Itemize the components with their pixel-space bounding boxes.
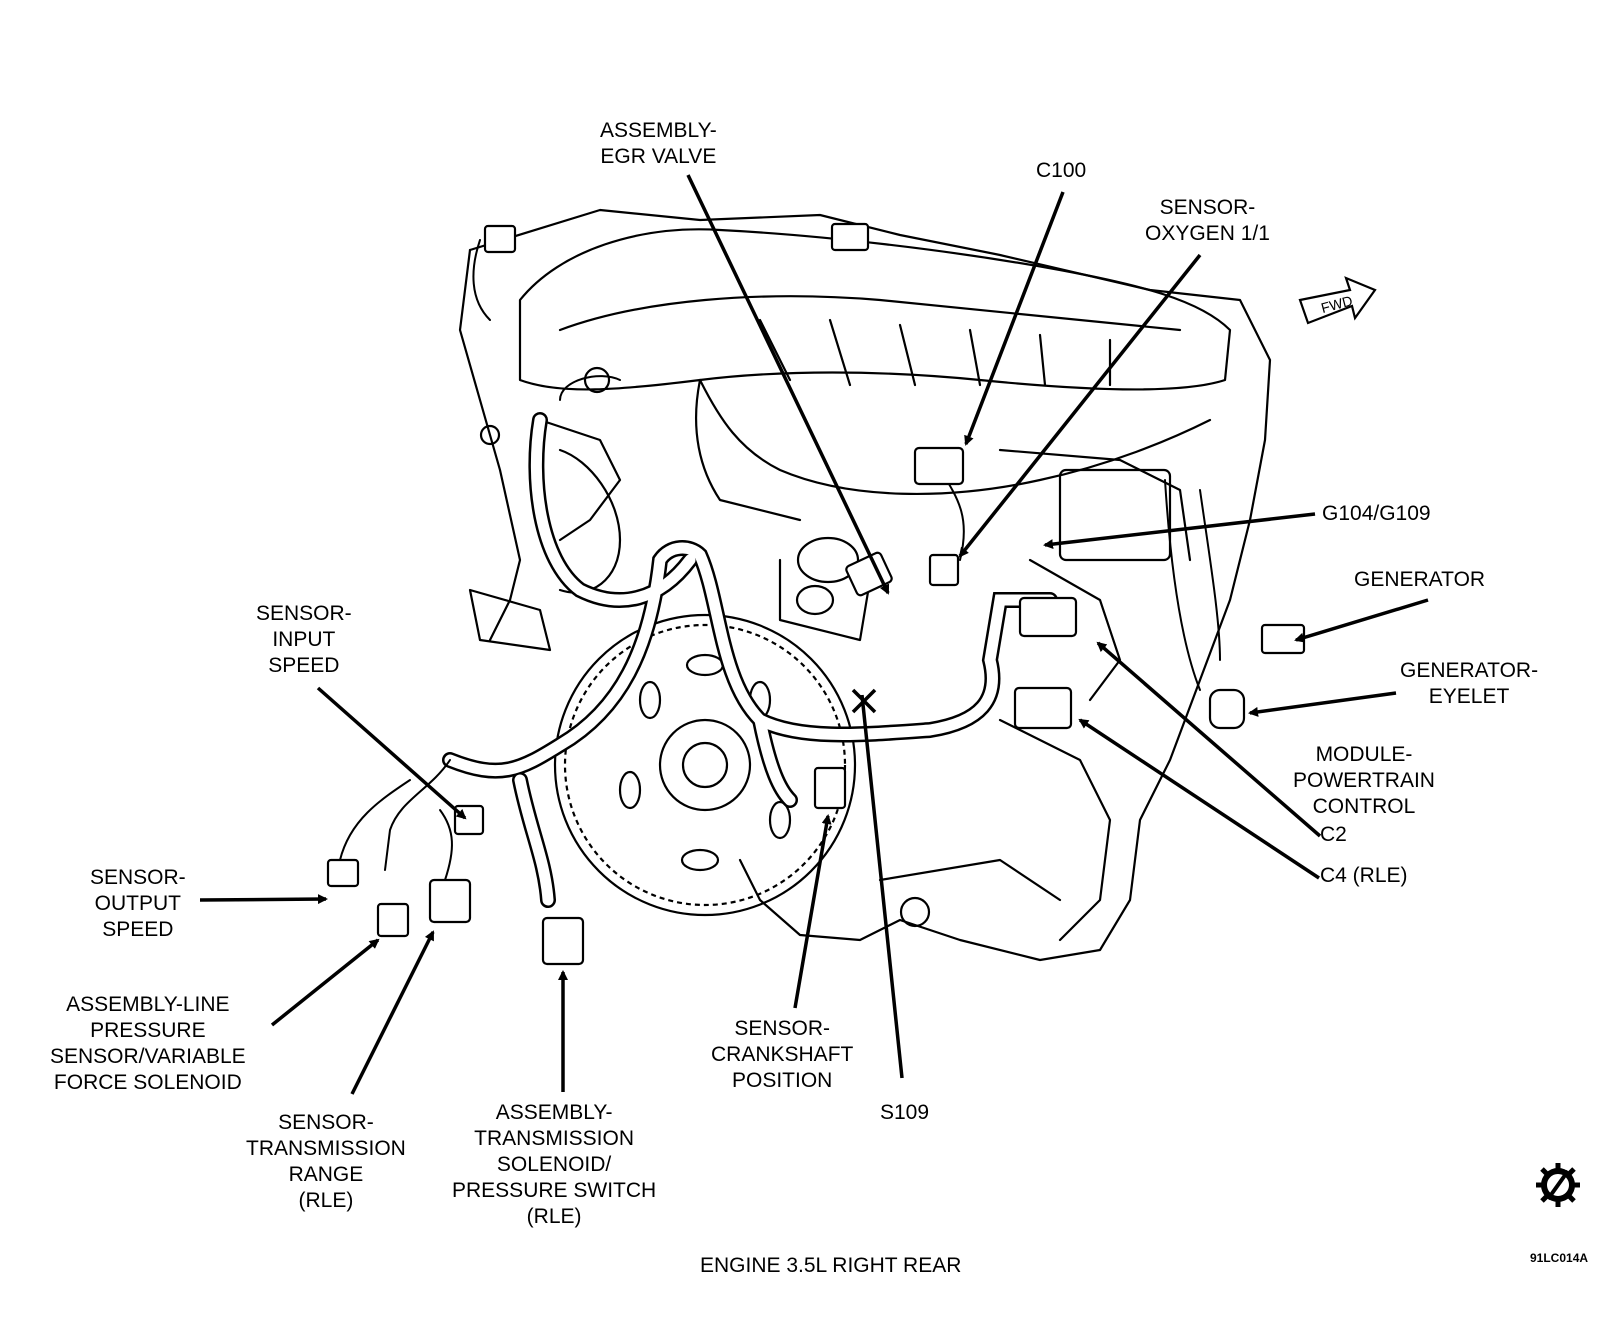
label-c100: C100 bbox=[1036, 159, 1087, 182]
engine-illustration bbox=[458, 208, 1272, 962]
fwd-arrow: FWD bbox=[1298, 276, 1377, 325]
figure-code: 91LC014A bbox=[1530, 1251, 1589, 1265]
leader-c4 bbox=[1078, 718, 1320, 880]
label-egr-valve: ASSEMBLY-EGR VALVE bbox=[600, 119, 717, 168]
leader-c100 bbox=[964, 191, 1065, 446]
leader-crankshaft bbox=[793, 814, 832, 1009]
label-c4: C4 (RLE) bbox=[1320, 864, 1408, 887]
leader-output-speed bbox=[199, 894, 328, 905]
flywheel bbox=[553, 613, 857, 917]
service-gear-icon bbox=[1536, 1163, 1580, 1207]
diagram-caption: ENGINE 3.5L RIGHT REAR bbox=[700, 1254, 962, 1277]
connectors bbox=[326, 222, 1306, 966]
leader-input-speed bbox=[316, 686, 467, 820]
label-generator: GENERATOR bbox=[1354, 568, 1486, 591]
leader-s109 bbox=[860, 694, 904, 1079]
leader-oxygen-sensor bbox=[958, 253, 1202, 558]
label-c2: C2 bbox=[1320, 823, 1347, 846]
leader-line-pressure bbox=[270, 938, 380, 1027]
leader-generator-eyelet bbox=[1248, 691, 1397, 717]
leader-c2 bbox=[1096, 641, 1322, 838]
s109-splice-mark bbox=[851, 688, 877, 714]
leader-generator bbox=[1294, 598, 1429, 643]
leader-lines bbox=[199, 174, 1429, 1095]
leader-egr-valve bbox=[686, 174, 890, 595]
label-oxygen-sensor: SENSOR-OXYGEN 1/1 bbox=[1145, 196, 1270, 245]
leader-g104-g109 bbox=[1043, 512, 1316, 550]
wiring-harness bbox=[339, 239, 1221, 908]
label-s109: S109 bbox=[880, 1101, 930, 1124]
fwd-label: FWD bbox=[1319, 292, 1354, 316]
label-g104-g109: G104/G109 bbox=[1322, 502, 1431, 525]
label-generator-eyelet: GENERATOR-EYELET bbox=[1400, 659, 1539, 708]
leader-trans-range bbox=[350, 930, 435, 1095]
